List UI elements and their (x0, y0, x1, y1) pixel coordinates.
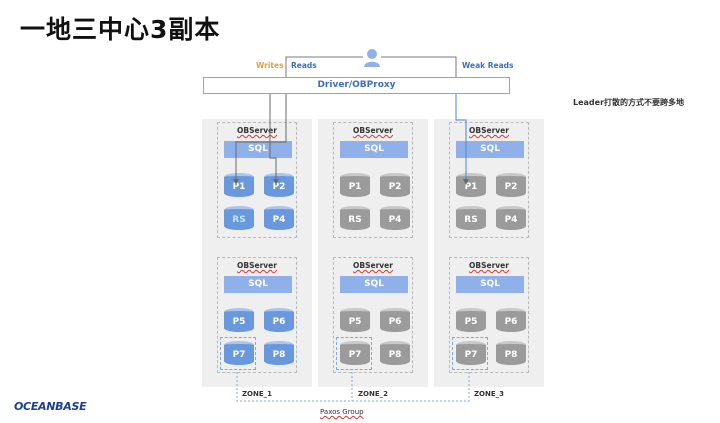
zone-name-label: ZONE_1 (241, 390, 273, 398)
zone-name-label: ZONE_3 (473, 390, 505, 398)
partition-rs-cylinder: RS (456, 206, 486, 230)
observer-label: OBServer (237, 261, 277, 270)
observer-label: OBServer (353, 126, 393, 135)
partition-p2-cylinder: P2 (380, 173, 410, 197)
weak-reads-label: Weak Reads (462, 61, 514, 70)
partition-p1-cylinder: P1 (456, 173, 486, 197)
writes-label: Writes (256, 61, 284, 70)
observer-label: OBServer (353, 261, 393, 270)
partition-p5-cylinder: P5 (340, 308, 370, 332)
partition-p6-cylinder: P6 (496, 308, 526, 332)
partition-p5-cylinder: P5 (456, 308, 486, 332)
partition-p2-cylinder: P2 (496, 173, 526, 197)
paxos-group-label: Paxos Group (320, 408, 364, 416)
partition-p4-cylinder: P4 (496, 206, 526, 230)
partition-p1-cylinder: P1 (340, 173, 370, 197)
observer-label: OBServer (237, 126, 277, 135)
leader-note: Leader打散的方式不要跨多地 (573, 98, 685, 107)
sql-box: SQL (340, 276, 408, 293)
p7-highlight-box (452, 337, 488, 370)
observer-label: OBServer (469, 261, 509, 270)
partition-p7-cylinder: P7 (456, 341, 486, 365)
sql-box: SQL (224, 141, 292, 158)
sql-box: SQL (456, 141, 524, 158)
partition-p8-cylinder: P8 (264, 341, 294, 365)
partition-p6-cylinder: P6 (380, 308, 410, 332)
partition-p8-cylinder: P8 (380, 341, 410, 365)
partition-p7-cylinder: P7 (340, 341, 370, 365)
partition-p2-cylinder: P2 (264, 173, 294, 197)
partition-p6-cylinder: P6 (264, 308, 294, 332)
partition-p5-cylinder: P5 (224, 308, 254, 332)
oceanbase-logo: OCEANBASE (14, 400, 87, 413)
zone-name-label: ZONE_2 (357, 390, 389, 398)
partition-p8-cylinder: P8 (496, 341, 526, 365)
p7-highlight-box (220, 337, 256, 370)
partition-p4-cylinder: P4 (380, 206, 410, 230)
partition-p4-cylinder: P4 (264, 206, 294, 230)
sql-box: SQL (340, 141, 408, 158)
p7-highlight-box (336, 337, 372, 370)
partition-rs-cylinder: RS (224, 206, 254, 230)
sql-box: SQL (224, 276, 292, 293)
reads-label: Reads (291, 61, 317, 70)
partition-p7-cylinder: P7 (224, 341, 254, 365)
partition-p1-cylinder: P1 (224, 173, 254, 197)
sql-box: SQL (456, 276, 524, 293)
observer-label: OBServer (469, 126, 509, 135)
driver-obproxy-box: Driver/OBProxy (203, 77, 510, 94)
partition-rs-cylinder: RS (340, 206, 370, 230)
page-title: 一地三中心3副本 (20, 15, 221, 44)
user-icon (364, 49, 380, 67)
